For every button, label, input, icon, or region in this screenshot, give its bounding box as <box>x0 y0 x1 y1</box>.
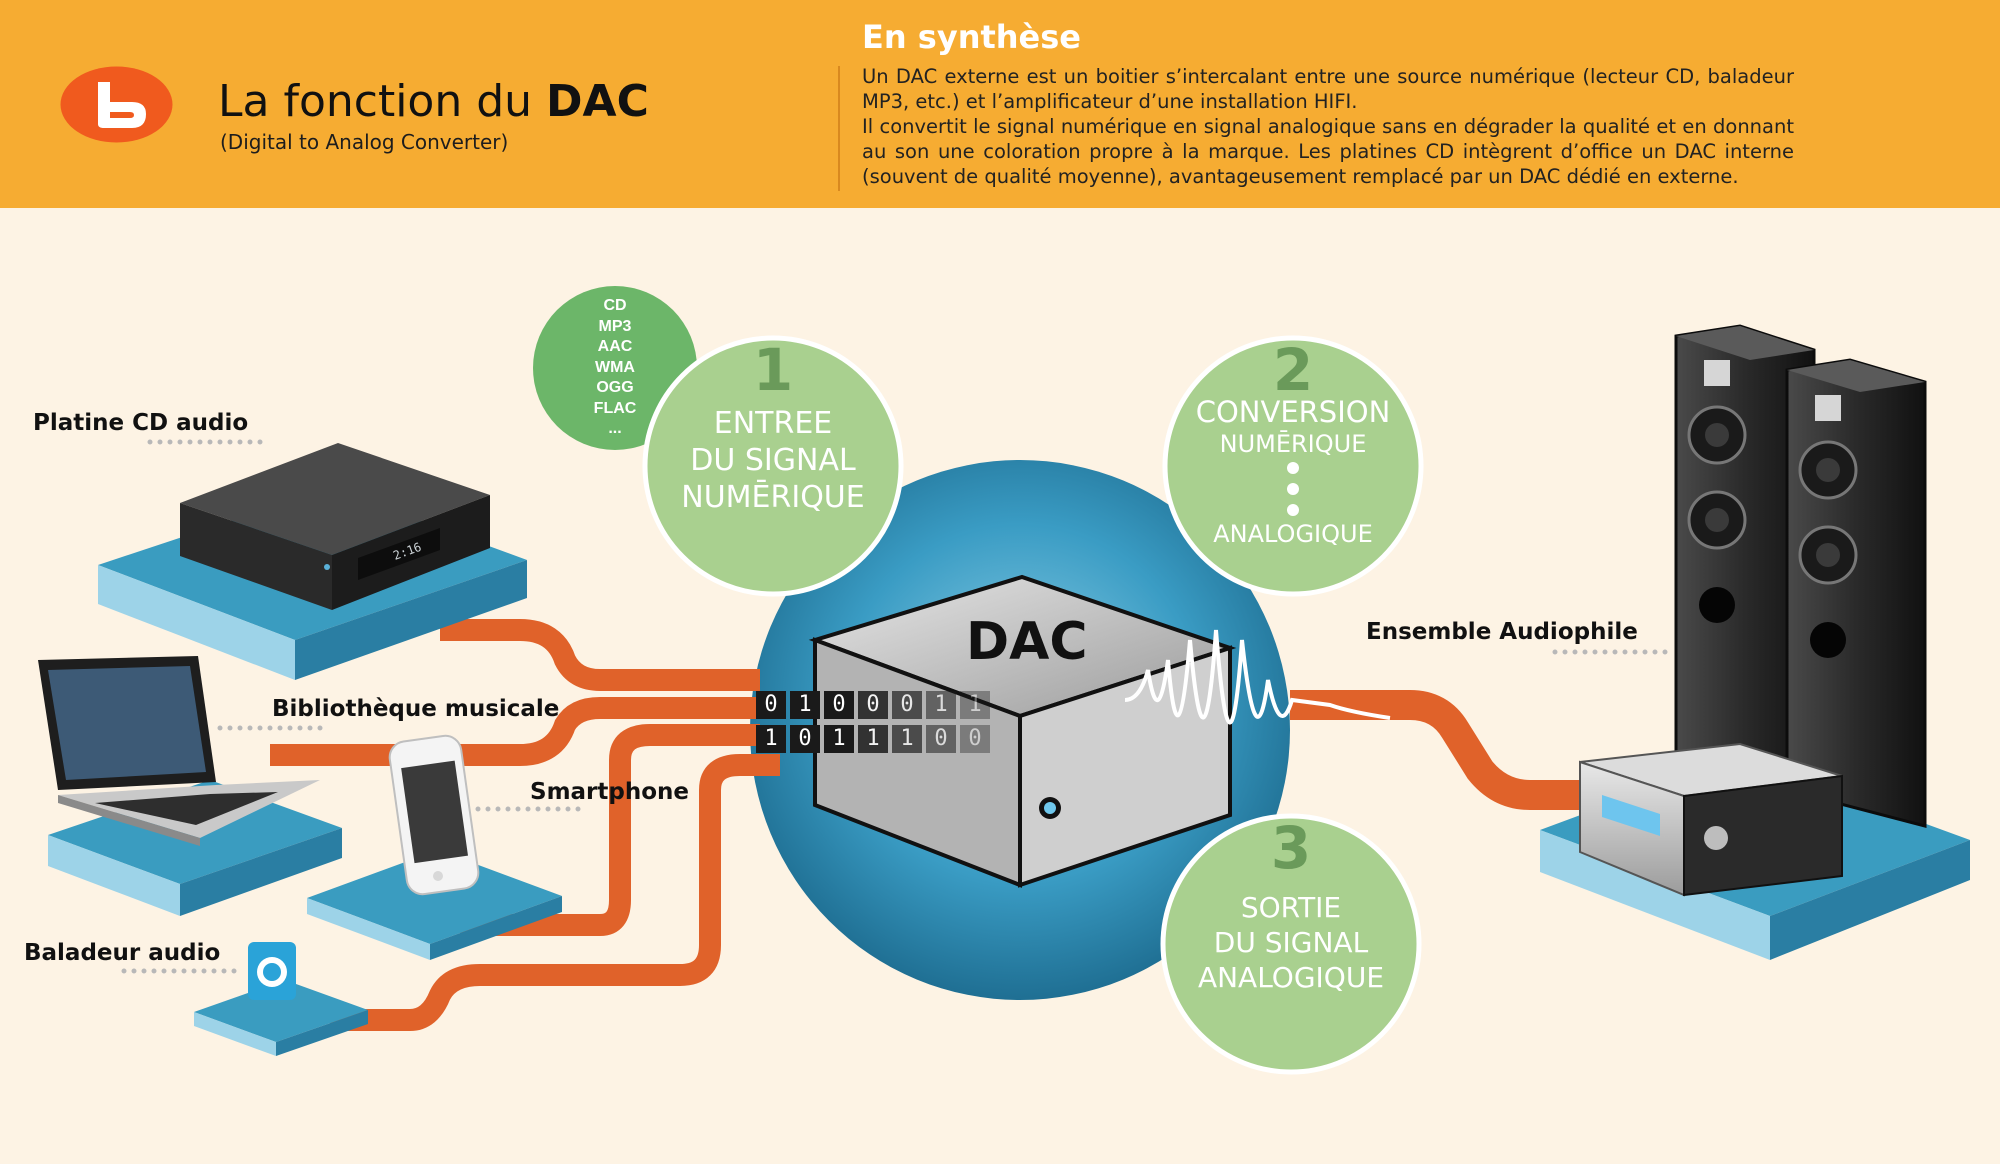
label-audio-player: Baladeur audio <box>24 940 221 966</box>
summary-title: En synthèse <box>862 18 1081 56</box>
cable-audio-player <box>330 754 780 1031</box>
step1-text: ENTREE DU SIGNAL NUMĒRIQUE <box>663 405 883 516</box>
speaker-right <box>1785 358 1927 828</box>
cd-player-device: 2:16 <box>180 443 490 610</box>
bit-cell: 1 <box>756 725 786 753</box>
leader-lines <box>121 439 1671 974</box>
cable-cd <box>440 619 760 691</box>
cable-library <box>270 697 760 766</box>
brand-logo <box>60 66 173 143</box>
step3-circle <box>1160 813 1422 1075</box>
platform-smartphone-side2 <box>430 896 562 960</box>
label-audiophile: Ensemble Audiophile <box>1366 619 1638 645</box>
platform-smartphone <box>307 850 562 944</box>
step2-line2: NUMĒRIQUE <box>1219 430 1367 458</box>
platform-audio-player-side2 <box>276 1010 368 1056</box>
platform-cd-side <box>98 565 295 680</box>
platform-cd-side2 <box>295 560 527 680</box>
format-item: OGG <box>596 379 634 396</box>
step3-number: 3 <box>1270 814 1312 882</box>
speaker-left <box>1674 324 1816 802</box>
bit-cell: 0 <box>824 691 854 719</box>
platform-audiophile-side2 <box>1770 840 1970 960</box>
platform-audiophile-side <box>1540 830 1770 960</box>
step1-line1: ENTREE <box>713 406 833 441</box>
cable-smartphone <box>460 724 760 936</box>
format-item: AAC <box>597 338 633 355</box>
bit-cell: 0 <box>756 691 786 719</box>
step2-number: 2 <box>1272 336 1314 404</box>
bit-cell: 1 <box>790 691 820 719</box>
bit-cell: 1 <box>824 725 854 753</box>
laptop-device <box>38 656 320 846</box>
platform-laptop-side <box>48 835 180 916</box>
amplifier-device <box>1579 742 1843 897</box>
step1-circle <box>642 335 904 597</box>
step3-text: SORTIE DU SIGNAL ANALOGIQUE <box>1161 890 1421 995</box>
label-smartphone: Smartphone <box>530 779 690 805</box>
smartphone-device <box>388 734 480 896</box>
platform-audio-player <box>194 980 368 1042</box>
step2-line3: ANALOGIQUE <box>1213 520 1373 548</box>
summary-paragraph-1: Un DAC externe est un boitier s’intercal… <box>862 65 1794 113</box>
bit-cell: 1 <box>858 725 888 753</box>
bit-cell: 0 <box>960 725 990 753</box>
summary-paragraph-2: Il convertit le signal numérique en sign… <box>862 115 1794 188</box>
analog-waveform <box>1124 629 1391 725</box>
step1-line2: DU SIGNAL <box>690 443 856 478</box>
page-subtitle: (Digital to Analog Converter) <box>220 130 509 154</box>
format-item: WMA <box>595 358 635 376</box>
platform-laptop-side2 <box>180 828 342 916</box>
audio-player-device <box>248 942 296 1000</box>
platform-audio-player-side <box>194 1012 276 1056</box>
cable-output <box>1290 690 1600 810</box>
dac-label: DAC <box>966 612 1088 672</box>
step1-line3: NUMĒRIQUE <box>681 480 865 515</box>
bit-cell: 0 <box>892 691 922 719</box>
header-banner <box>0 0 2000 208</box>
step1-number: 1 <box>752 336 794 404</box>
step3-line1: SORTIE <box>1240 891 1342 924</box>
label-cd-player: Platine CD audio <box>33 410 249 436</box>
dac-diagram: 2:16 <box>38 286 1970 1075</box>
summary-text: Un DAC externe est un boitier s’intercal… <box>862 64 1794 189</box>
bit-cell: 1 <box>926 691 956 719</box>
step3-line2: DU SIGNAL <box>1213 926 1369 959</box>
step3-line3: ANALOGIQUE <box>1197 961 1385 994</box>
header-divider <box>838 66 840 191</box>
page-title: La fonction du DAC <box>218 76 649 127</box>
dac-box <box>808 574 1237 888</box>
bit-cell: 0 <box>858 691 888 719</box>
bit-cell: 1 <box>892 725 922 753</box>
format-item: CD <box>603 297 627 314</box>
bit-cell: 0 <box>926 725 956 753</box>
bit-cell: 0 <box>790 725 820 753</box>
platform-smartphone-side <box>307 898 430 960</box>
format-item: ... <box>608 420 622 437</box>
format-item: MP3 <box>598 317 632 335</box>
format-item: FLAC <box>593 399 637 417</box>
bit-cell: 1 <box>960 691 990 719</box>
label-library: Bibliothèque musicale <box>272 696 560 722</box>
input-cables <box>270 619 780 1031</box>
step2-line1: CONVERSION <box>1195 395 1391 429</box>
